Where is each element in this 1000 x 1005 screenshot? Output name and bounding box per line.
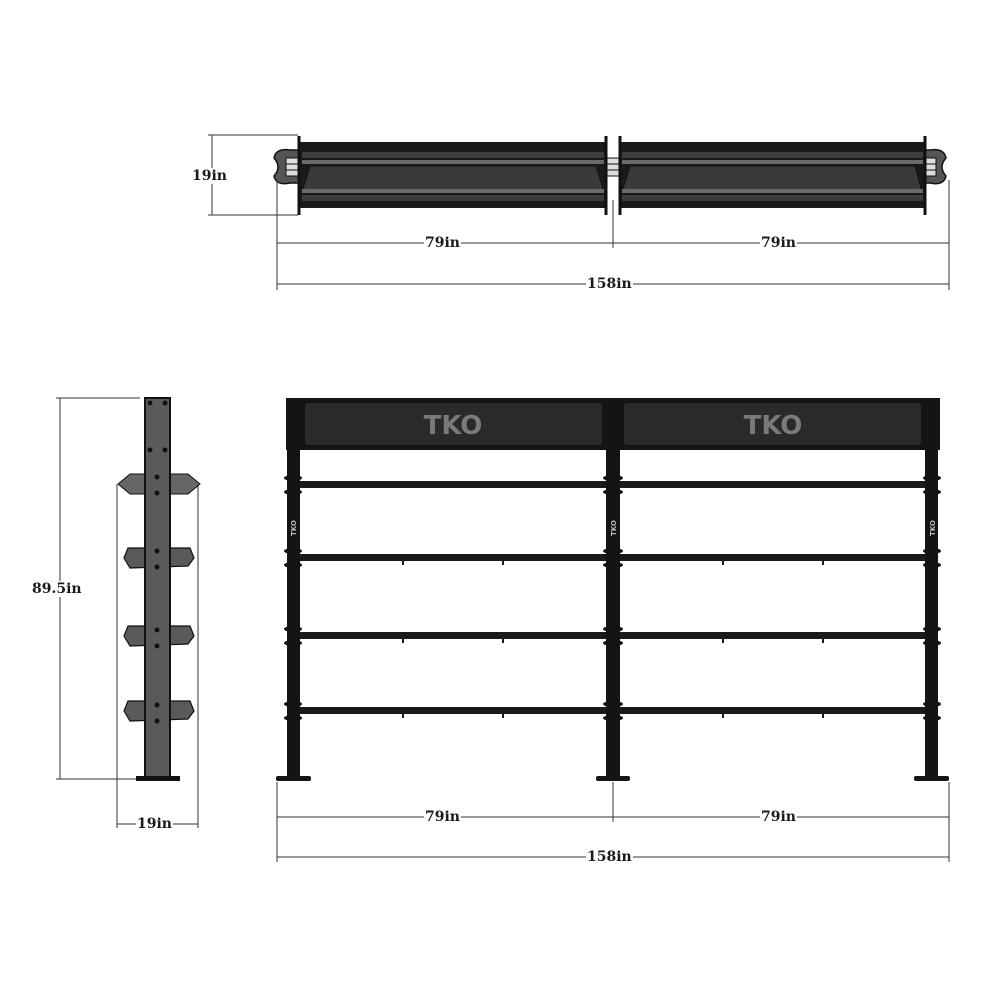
side-view xyxy=(56,397,201,828)
upright-knobs xyxy=(284,475,941,721)
front-view: TKO TKO xyxy=(276,398,950,862)
side-bolt-holes xyxy=(147,400,168,724)
logo-panel-left xyxy=(305,403,602,445)
top-view xyxy=(208,134,950,290)
end-bracket-left xyxy=(273,148,301,185)
center-joint xyxy=(606,157,620,177)
top-bay-left xyxy=(297,136,608,215)
upright-logo-left: TKO xyxy=(290,520,298,536)
front-bay-left-label: 79in xyxy=(424,809,461,825)
top-bay-left-label: 79in xyxy=(424,235,461,251)
top-bay-right xyxy=(618,136,927,215)
top-depth-label: 19in xyxy=(191,168,228,184)
logo-right: TKO xyxy=(744,411,803,441)
side-depth-label: 19in xyxy=(136,816,173,832)
front-bay-right-label: 79in xyxy=(760,809,797,825)
front-uprights xyxy=(287,398,938,778)
end-bracket-right xyxy=(921,148,947,185)
side-height-label: 89.5in xyxy=(31,581,83,597)
logo-panel-right xyxy=(624,403,921,445)
upright-logo-right: TKO xyxy=(929,520,937,536)
front-total-label: 158in xyxy=(586,849,633,865)
upright-logos: TKO TKO TKO xyxy=(290,520,937,536)
side-base-plate xyxy=(136,776,180,781)
top-total-label: 158in xyxy=(586,276,633,292)
logo-left: TKO xyxy=(424,411,483,441)
front-base-plates xyxy=(276,776,949,781)
shelf-clips xyxy=(402,561,824,718)
upright-logo-center: TKO xyxy=(610,520,618,536)
top-bay-right-label: 79in xyxy=(760,235,797,251)
